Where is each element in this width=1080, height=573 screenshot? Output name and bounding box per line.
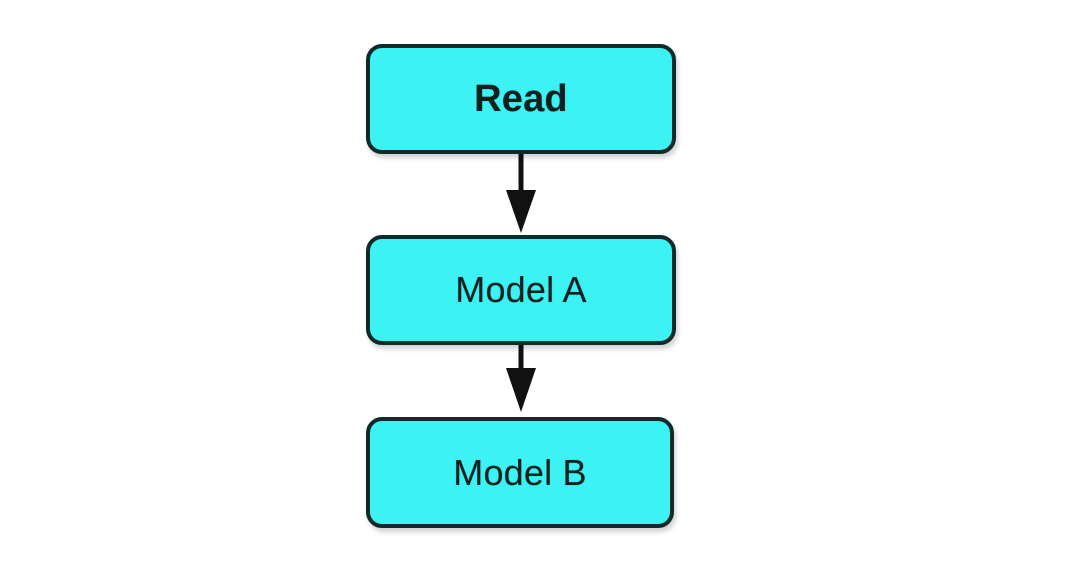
edge-read-to-model-a-arrowhead bbox=[506, 190, 536, 233]
flowchart-node-model-b-label: Model B bbox=[453, 451, 587, 493]
flowchart-node-model-b[interactable]: Model B bbox=[366, 417, 674, 528]
edge-model-a-to-model-b bbox=[506, 345, 536, 412]
flowchart-node-read[interactable]: Read bbox=[366, 44, 676, 154]
edge-model-a-to-model-b-arrowhead bbox=[506, 368, 536, 412]
edge-read-to-model-a bbox=[506, 154, 536, 233]
flowchart-node-read-label: Read bbox=[474, 78, 568, 120]
flowchart-node-model-a-label: Model A bbox=[455, 269, 587, 310]
flowchart-node-model-a[interactable]: Model A bbox=[366, 235, 676, 345]
